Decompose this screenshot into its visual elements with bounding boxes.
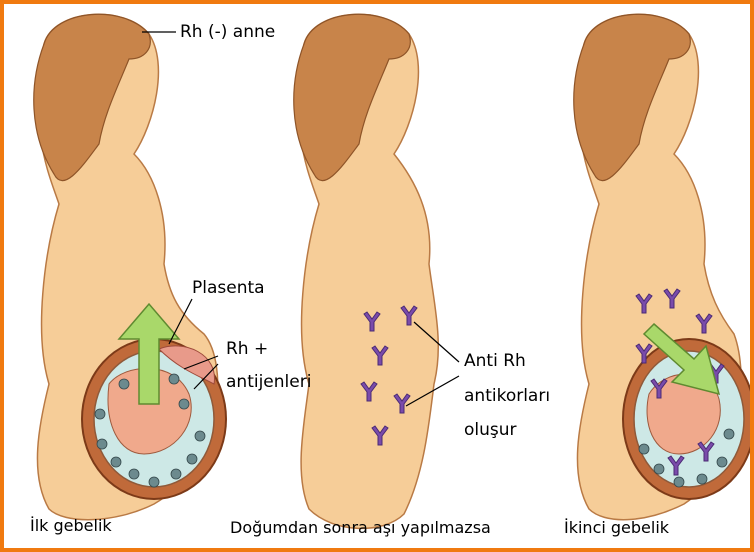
rh-plus-label: Rh + <box>226 337 268 361</box>
woman-second-pregnancy <box>574 14 750 519</box>
placenta-label: Plasenta <box>192 276 265 300</box>
antigens-label: antijenleri <box>226 370 311 394</box>
woman-after-birth <box>294 14 459 528</box>
formed-label: oluşur <box>464 418 517 442</box>
antibodies-label: antikorları <box>464 384 550 408</box>
rh-negative-mother-label: Rh (-) anne <box>180 20 275 44</box>
caption-after-birth: Doğumdan sonra aşı yapılmazsa <box>230 518 491 537</box>
caption-first-pregnancy: İlk gebelik <box>30 516 112 535</box>
anti-rh-label: Anti Rh <box>464 349 526 373</box>
illustration <box>4 4 750 548</box>
caption-second-pregnancy: İkinci gebelik <box>564 518 669 537</box>
